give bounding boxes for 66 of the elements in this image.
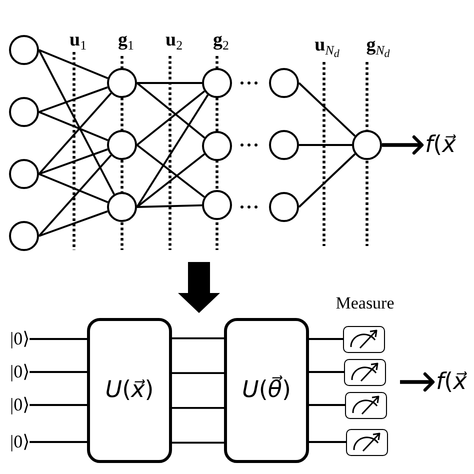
measurement-box xyxy=(343,326,385,352)
connection-line xyxy=(30,441,87,443)
connection-line xyxy=(137,82,202,84)
measurement-box xyxy=(344,358,386,386)
connection-line xyxy=(136,82,206,138)
neuron-circle xyxy=(107,192,137,222)
neuron-circle xyxy=(269,130,299,160)
function-label: f(x⃗ xyxy=(436,368,467,396)
column-heading: Measure xyxy=(336,294,394,315)
neuron-circle xyxy=(269,68,299,98)
arrow xyxy=(382,135,424,155)
qubit-state-label: |0⟩ xyxy=(10,432,30,452)
arrow xyxy=(400,372,435,392)
connection-line xyxy=(136,153,205,208)
connection-line xyxy=(38,111,108,142)
connection-line xyxy=(172,406,224,409)
connection-line xyxy=(30,338,87,340)
measurement-box xyxy=(345,392,387,418)
qubit-state-label: |0⟩ xyxy=(10,394,30,416)
connection-line xyxy=(172,337,224,340)
neuron-circle xyxy=(202,190,232,220)
connection-line xyxy=(38,148,108,175)
connection-line xyxy=(136,94,209,208)
neuron-circle xyxy=(202,68,232,98)
neuron-circle xyxy=(9,159,39,189)
layer-label: g$_{1}$ xyxy=(118,30,134,54)
connection-line xyxy=(38,92,112,175)
connection-line xyxy=(38,86,108,113)
connection-line xyxy=(38,154,112,237)
connection-line xyxy=(38,50,115,195)
neuron-circle xyxy=(9,35,39,65)
connection-line xyxy=(172,372,224,374)
layer-label: u$_{2}$ xyxy=(165,30,183,54)
qubit-state-label: |0⟩ xyxy=(10,328,30,350)
connection-line xyxy=(309,338,343,340)
layer-label: u$_{1}$ xyxy=(69,30,87,54)
neuron-circle xyxy=(9,221,39,251)
connection-line xyxy=(136,144,205,198)
connection-line xyxy=(172,442,224,444)
connection-line xyxy=(298,82,356,137)
gate-label: U(x⃗) xyxy=(105,377,154,404)
neuron-circle xyxy=(107,68,137,98)
neuron-circle xyxy=(269,192,299,222)
neuron-circle xyxy=(107,130,137,160)
neuron-circle xyxy=(202,131,232,161)
connection-line xyxy=(136,90,205,146)
qubit-state-label: |0⟩ xyxy=(10,362,30,382)
connection-line xyxy=(38,49,108,80)
connection-line xyxy=(309,441,346,443)
connection-line xyxy=(38,173,108,204)
neuron-circle xyxy=(9,97,39,127)
connection-line xyxy=(38,210,108,237)
connection-line xyxy=(30,404,87,406)
connection-line xyxy=(136,204,202,208)
connection-line xyxy=(298,153,356,208)
function-label: f(x⃗ xyxy=(425,132,456,158)
measurement-box xyxy=(346,428,388,456)
connection-line xyxy=(299,144,352,146)
gate-label: U(θ⃗) xyxy=(242,377,291,404)
layer-label: g$_{2}$ xyxy=(213,30,229,54)
neuron-circle xyxy=(352,130,382,160)
connection-line xyxy=(30,371,87,373)
connection-line xyxy=(309,404,345,406)
gate-box xyxy=(224,318,309,463)
connection-line xyxy=(309,371,344,373)
gate-box xyxy=(87,318,172,463)
